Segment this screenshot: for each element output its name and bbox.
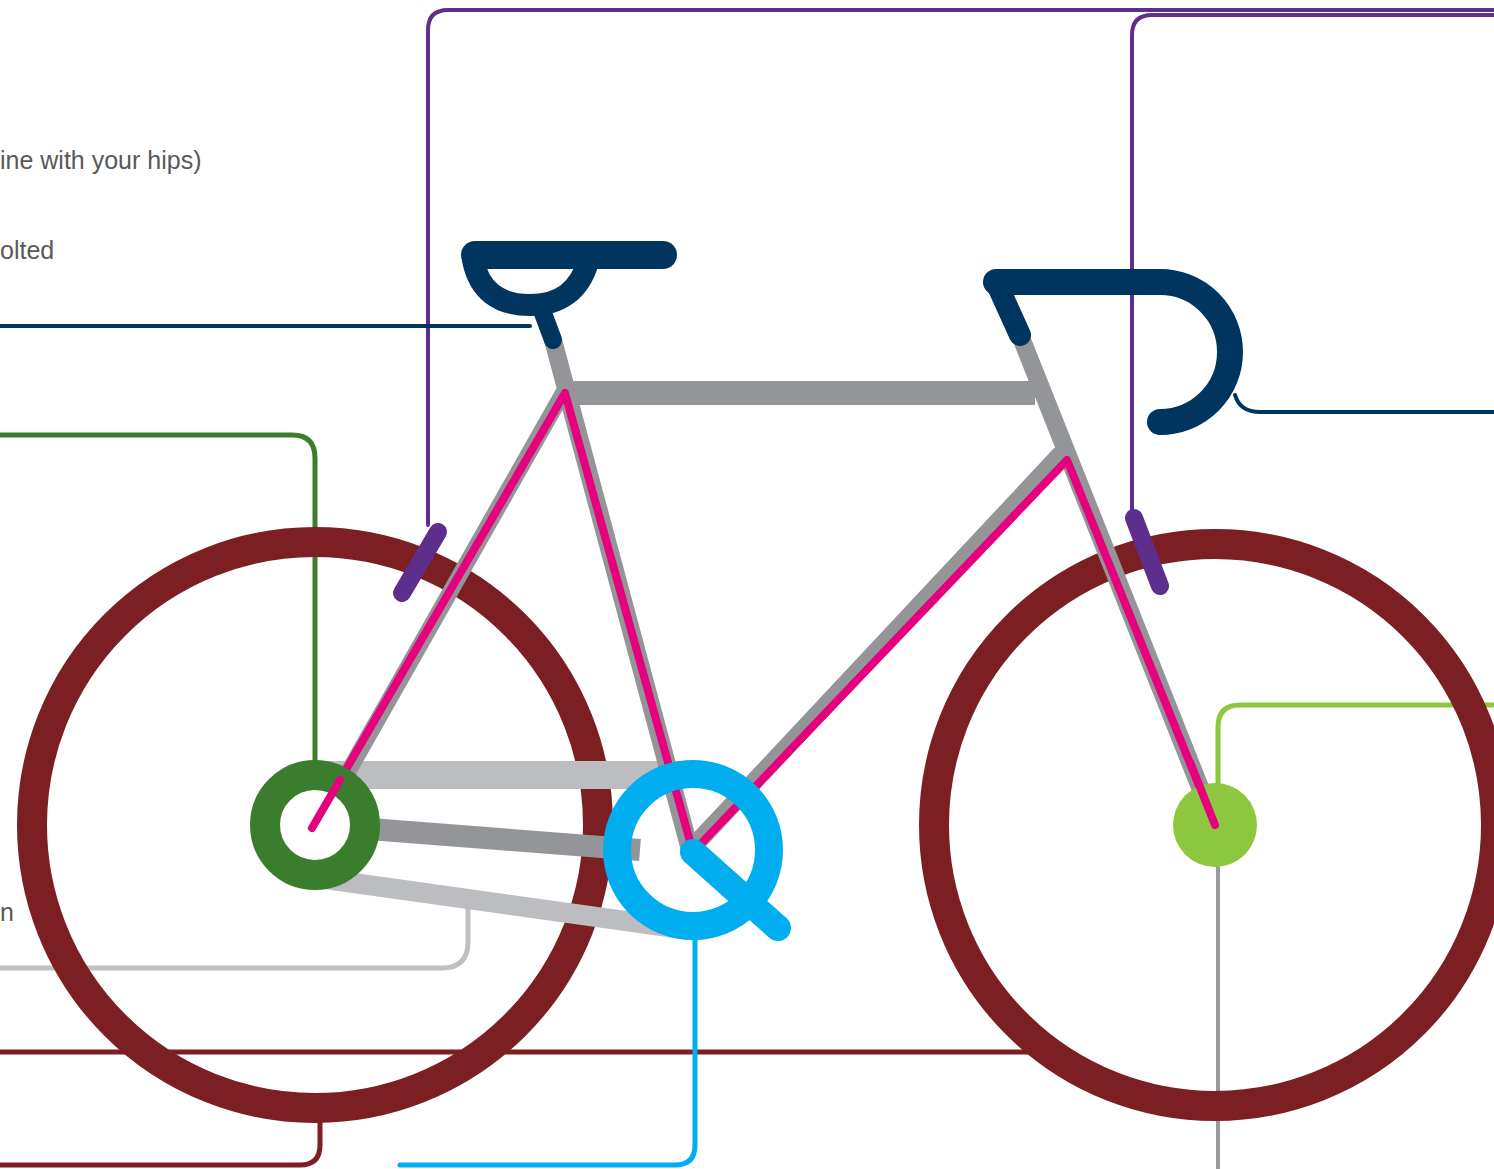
seat-post bbox=[540, 305, 553, 340]
frame-geometry bbox=[312, 780, 340, 828]
front-brake bbox=[1134, 518, 1160, 586]
frame-geometry bbox=[312, 393, 1215, 852]
handlebar bbox=[996, 282, 1230, 422]
callout-label: olted bbox=[0, 235, 54, 265]
rear-wheel bbox=[32, 542, 598, 1108]
callout-label: n bbox=[0, 897, 14, 927]
saddle-leader bbox=[0, 324, 530, 328]
brake-leader bbox=[1132, 15, 1494, 515]
top-tube bbox=[565, 381, 1035, 405]
rear-hub bbox=[265, 775, 365, 875]
front-hub-leader bbox=[1216, 860, 1220, 1169]
callout-label: ine with your hips) bbox=[0, 145, 201, 175]
crank-arm bbox=[693, 852, 778, 928]
frame-geometry bbox=[1190, 762, 1215, 825]
chain bbox=[318, 761, 680, 789]
saddle bbox=[473, 260, 588, 305]
front-hub-leader bbox=[1218, 705, 1494, 790]
front-wheel bbox=[934, 544, 1494, 1106]
handlebar-leader bbox=[1235, 395, 1494, 412]
saddle bbox=[475, 241, 663, 269]
rear-brake bbox=[402, 532, 438, 593]
